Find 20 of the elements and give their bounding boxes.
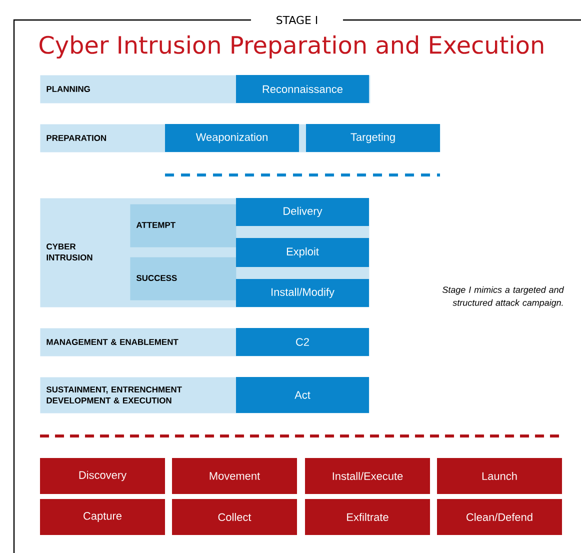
phase-box: C2 [236, 328, 369, 356]
activity-box: Capture [40, 499, 165, 535]
sub-band: ATTEMPT [130, 204, 236, 248]
phase-box: Delivery [236, 198, 369, 226]
activity-box: Collect [172, 499, 297, 535]
phase-box: Weaponization [165, 124, 299, 152]
note-text: Stage I mimics a targeted and structured attack campaign. [442, 286, 564, 308]
title-text: Cyber Intrusion Preparation and Execution [40, 35, 544, 59]
phase-box: Targeting [306, 124, 440, 152]
phase-box: Exploit [236, 238, 369, 267]
sub-band: SUCCESS [130, 257, 236, 300]
activity-box: Discovery [40, 458, 165, 494]
phase-box: Reconnaissance [236, 75, 369, 103]
activity-box: Exfiltrate [305, 499, 430, 535]
activity-box: Clean/Defend [437, 499, 562, 535]
activity-box: Movement [172, 458, 297, 494]
phase-box: Install/Modify [236, 279, 369, 307]
activity-box: Install/Execute [305, 458, 430, 494]
phase-box: Act [236, 377, 369, 413]
activity-box: Launch [437, 458, 562, 494]
